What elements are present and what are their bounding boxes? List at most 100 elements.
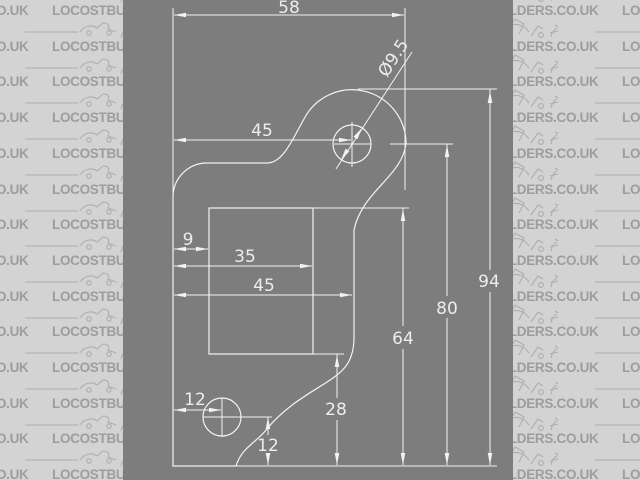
watermark-text: LOCOSTBUILDERS.CO.UK [622,360,640,375]
dim-arrowhead [174,263,186,269]
watermark-text: LOCOSTBUILDERS.CO.UK [622,74,640,90]
dim-arrowhead [174,12,186,18]
square-cutout [208,207,314,355]
watermark-car-art [595,31,640,33]
watermark-text: LOCOSTBUILDERS.CO.UK [622,288,640,304]
dim-arrowhead [196,246,208,252]
watermark-text: LOCOSTBUILDERS.CO.UK [622,467,640,480]
watermark-text: LOCOSTBUILDERS.CO.UK [0,3,29,18]
watermark-car-art [595,352,640,354]
watermark-text: LOCOSTBUILDERS.CO.UK [622,110,640,126]
dim-arrowhead [487,91,493,103]
watermark-car-art [595,138,640,140]
car-logo-icon [595,317,640,319]
watermark-text: LOCOSTBUILDERS.CO.UK [622,431,640,447]
watermark-car-art [595,209,640,212]
watermark-text: LOCOSTBUILDERS.CO.UK [0,324,29,340]
watermark-text: LOCOSTBUILDERS.CO.UK [0,145,29,161]
dim-label: 64 [392,329,414,349]
drawing-canvas [123,0,513,480]
watermark-car-art [595,388,640,390]
dim-label: 58 [278,0,300,18]
watermark-text: LOCOSTBUILDERS.CO.UK [622,252,640,268]
dim-label: 35 [234,247,256,267]
dim-total-height: 94 [478,89,500,465]
dim-arrowhead [334,453,340,465]
dim-label: 9 [183,230,194,250]
dim-arrowhead [174,246,186,252]
car-logo-icon [595,102,640,104]
dim-arrowhead [265,417,271,429]
watermark-text: LOCOSTBUILDERS.CO.UK [622,181,640,197]
dim-arrowhead [174,137,186,143]
car-logo-icon [595,138,640,140]
dim-arrowhead [444,453,450,465]
dim-arrowhead [174,407,186,413]
car-logo-icon [595,245,640,247]
watermark-text: LOCOSTBUILDERS.CO.UK [0,431,29,447]
watermark-text: LOCOSTBUILDERS.CO.UK [0,252,29,268]
dim-arrowhead [444,145,450,157]
dimension-arrows [174,12,493,465]
watermark-car-art [595,245,640,247]
watermark-text: LOCOSTBUILDERS.CO.UK [0,110,29,126]
dim-cutout-right: 35 [174,247,312,267]
dim-total-width: 58 [174,0,404,18]
dim-label: 94 [478,272,500,292]
car-logo-icon [595,174,640,176]
car-logo-icon [595,388,640,390]
dim-arrowhead [339,137,351,143]
watermark-car-art [468,0,552,3]
watermark-text: LOCOSTBUILDERS.CO.UK [0,217,29,233]
dim-arrowhead [487,453,493,465]
dim-label: 12 [184,390,206,410]
watermark-car-art [595,317,640,319]
watermark-text: LOCOSTBUILDERS.CO.UK [0,181,29,197]
dim-arrowhead [174,292,186,298]
dim-arrowhead [353,128,362,140]
dim-label: 28 [325,400,347,420]
watermark-car-art [595,67,640,69]
car-logo-icon [595,31,640,33]
car-logo-icon [595,281,640,283]
dim-hole-top-y: 80 [436,144,458,465]
car-logo-icon [468,0,552,3]
watermark-text: LOCOSTBUILDERS.CO.UK [0,38,29,54]
dim-label: 80 [436,299,458,319]
watermark-text: LOCOSTBUILDERS.CO.UK [0,288,29,304]
dim-arrowhead [209,407,221,413]
dim-arrowhead [400,209,406,221]
car-logo-icon [595,67,640,69]
watermark-text: LOCOSTBUILDERS.CO.UK [622,38,640,54]
car-logo-icon [595,209,640,212]
watermark-text: LOCOSTBUILDERS.CO.UK [0,360,29,375]
car-logo-icon [595,424,640,426]
watermark-text: LOCOSTBUILDERS.CO.UK [0,467,29,480]
dim-label: 12 [257,436,279,456]
dim-arrowhead [300,263,312,269]
watermark-text: LOCOSTBUILDERS.CO.UK [622,395,640,411]
watermark-text: LOCOSTBUILDERS.CO.UK [0,74,29,90]
watermark-text: LOCOSTBUILDERS.CO.UK [622,324,640,340]
part-outline [172,89,407,467]
dim-right-edge-x: 45 [174,276,352,296]
dim-arrowhead [340,292,352,298]
dim-arrowhead [392,12,404,18]
watermark-car-art [595,174,640,176]
watermark-text: LOCOSTBUILDERS.CO.UK [622,3,640,18]
dim-arrowhead [341,148,350,160]
watermark-car-art [595,281,640,283]
dim-label: 45 [251,121,273,141]
watermark-car-art [595,424,640,426]
watermark-text: LOCOSTBUILDERS.CO.UK [622,145,640,161]
car-logo-icon [595,352,640,354]
watermark-text: LOCOSTBUILDERS.CO.UK [622,217,640,233]
dim-arrowhead [400,453,406,465]
watermark-car-art [595,459,640,461]
dim-arrowhead [265,453,271,465]
car-logo-icon [595,459,640,461]
dim-label: 45 [253,276,275,296]
watermark-car-art [595,102,640,104]
dim-cutout-top-y: 64 [392,208,414,465]
